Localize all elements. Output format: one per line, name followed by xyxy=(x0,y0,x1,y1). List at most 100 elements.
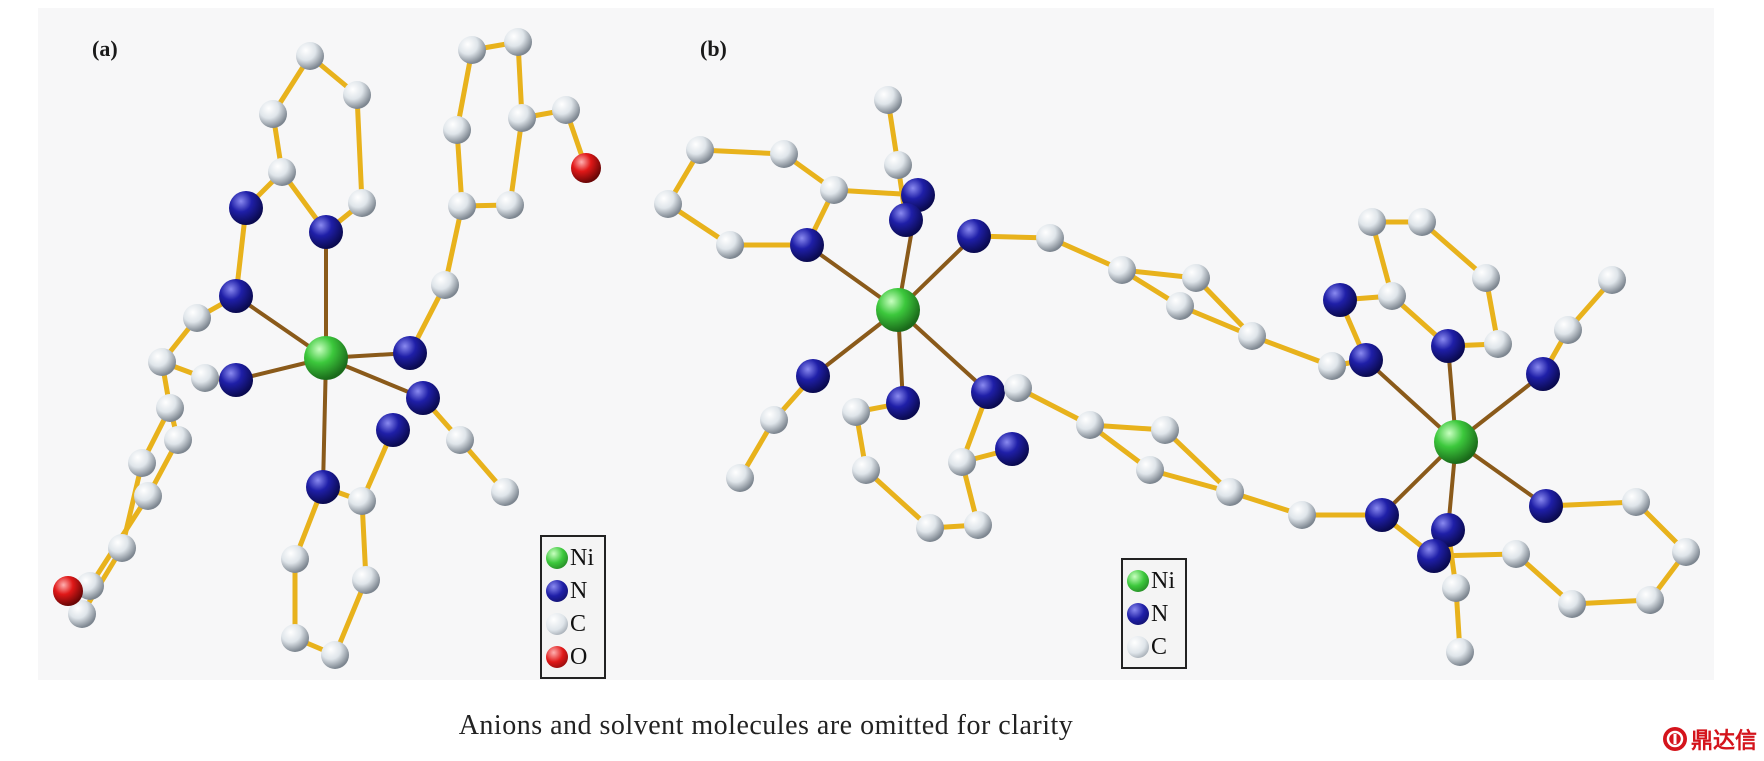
nitrogen-atom xyxy=(790,228,824,262)
covalent-bond xyxy=(1162,427,1233,495)
carbon-atom xyxy=(348,487,376,515)
nitrogen-atom xyxy=(376,413,410,447)
nitrogen-atom xyxy=(406,381,440,415)
carbon-atom xyxy=(1598,266,1626,294)
nitrogen-atom xyxy=(971,375,1005,409)
nitrogen-atom xyxy=(796,359,830,393)
legend-label: C xyxy=(1151,633,1168,660)
carbon-atom xyxy=(504,28,532,56)
carbon-atom xyxy=(508,104,536,132)
panel-b-label: (b) xyxy=(700,36,727,61)
carbon-atom xyxy=(321,641,349,669)
carbon-atom xyxy=(1484,330,1512,358)
carbon-atom xyxy=(156,394,184,422)
legend-label: C xyxy=(570,610,587,637)
carbon-atom xyxy=(148,348,176,376)
carbon-atom xyxy=(1166,292,1194,320)
carbon-atom xyxy=(948,448,976,476)
carbon-atom xyxy=(352,566,380,594)
nitrogen-atom xyxy=(1431,513,1465,547)
carbon-atom xyxy=(654,190,682,218)
covalent-bond xyxy=(354,92,365,206)
carbon-atom xyxy=(1358,208,1386,236)
nitrogen-atom xyxy=(306,470,340,504)
carbon-atom xyxy=(348,189,376,217)
carbon-atom xyxy=(281,545,309,573)
carbon-atom xyxy=(884,151,912,179)
carbon-atom xyxy=(1502,540,1530,568)
carbon-atom xyxy=(128,449,156,477)
nitrogen-atom xyxy=(1431,329,1465,363)
carbon-atom xyxy=(68,600,96,628)
legend-label: O xyxy=(570,643,588,670)
legend-label: N xyxy=(1151,600,1169,627)
oxygen-ball-icon xyxy=(546,645,568,668)
nitrogen-atom xyxy=(219,363,253,397)
carbon-atom xyxy=(496,191,524,219)
carbon-atom xyxy=(1636,586,1664,614)
legend-item-ni: Ni xyxy=(1127,564,1179,597)
nickel-atom xyxy=(304,336,348,380)
carbon-atom xyxy=(1622,488,1650,516)
nitrogen-atom xyxy=(309,215,343,249)
nickel-atom xyxy=(876,288,920,332)
nitrogen-atom xyxy=(1529,489,1563,523)
nitrogen-atom xyxy=(1526,357,1560,391)
carbon-atom xyxy=(281,624,309,652)
carbon-atom xyxy=(1558,590,1586,618)
watermark-text: 鼎达信 xyxy=(1691,729,1758,754)
nitrogen-atom xyxy=(1417,539,1451,573)
publisher-watermark: 鼎达信 xyxy=(1662,722,1757,756)
carbon-atom xyxy=(686,136,714,164)
carbon-atom xyxy=(431,271,459,299)
carbon-atom xyxy=(1004,374,1032,402)
legend-item-c: C xyxy=(1127,630,1179,663)
carbon-atom xyxy=(874,86,902,114)
nickel-atom xyxy=(1434,420,1478,464)
carbon-atom xyxy=(716,231,744,259)
carbon-atom xyxy=(183,304,211,332)
carbon-atom xyxy=(1554,316,1582,344)
legend-item-ni: Ni xyxy=(546,541,598,574)
panel-a-label: (a) xyxy=(92,36,118,61)
nitrogen-atom xyxy=(1365,498,1399,532)
nitrogen-atom xyxy=(229,191,263,225)
covalent-bond xyxy=(507,115,525,208)
legend-label: Ni xyxy=(1151,567,1175,594)
nitrogen-atom xyxy=(1323,283,1357,317)
carbon-atom xyxy=(820,176,848,204)
carbon-atom xyxy=(852,456,880,484)
nitrogen-atom xyxy=(886,386,920,420)
carbon-atom xyxy=(134,482,162,510)
carbon-atom xyxy=(1151,416,1179,444)
oxygen-atom xyxy=(571,153,601,183)
covalent-bond xyxy=(1249,333,1335,369)
carbon-atom xyxy=(964,511,992,539)
carbon-atom xyxy=(1378,282,1406,310)
carbon-atom xyxy=(1036,224,1064,252)
covalent-bond xyxy=(1419,219,1489,281)
nitrogen-atom xyxy=(957,219,991,253)
carbon-atom xyxy=(1216,478,1244,506)
legend-panel-a: Ni N C O xyxy=(540,535,606,679)
carbon-atom xyxy=(1446,638,1474,666)
nitrogen-atom xyxy=(889,203,923,237)
nitrogen-atom xyxy=(995,432,1029,466)
carbon-atom xyxy=(259,100,287,128)
carbon-atom xyxy=(446,426,474,454)
nitrogen-ball-icon xyxy=(1127,602,1149,625)
carbon-atom xyxy=(191,364,219,392)
carbon-atom xyxy=(842,398,870,426)
carbon-atom xyxy=(108,534,136,562)
carbon-ball-icon xyxy=(546,612,568,635)
legend-item-c: C xyxy=(546,607,598,640)
legend-item-o: O xyxy=(546,640,598,673)
carbon-atom xyxy=(770,140,798,168)
carbon-atom xyxy=(726,464,754,492)
legend-label: Ni xyxy=(570,544,594,571)
carbon-atom xyxy=(76,572,104,600)
carbon-atom xyxy=(1076,411,1104,439)
legend-item-n: N xyxy=(546,574,598,607)
atom-layer xyxy=(53,28,1700,669)
